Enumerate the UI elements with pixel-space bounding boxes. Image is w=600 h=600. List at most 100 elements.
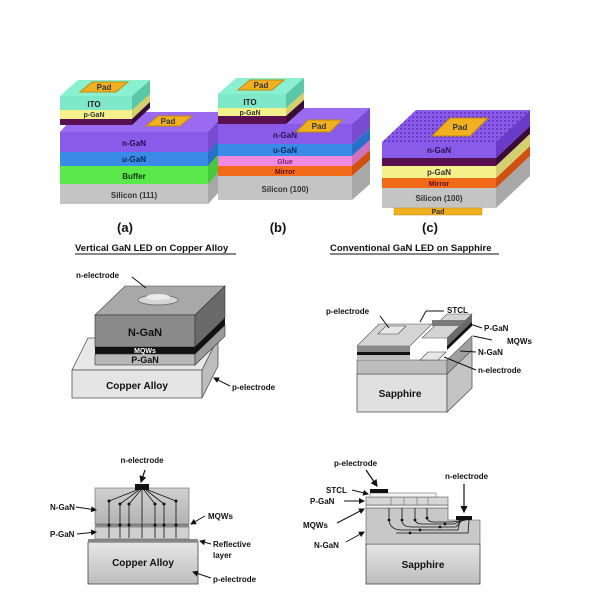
c3d-label-pgan: P-GaN <box>484 324 509 333</box>
b-layer-pgan <box>218 108 286 116</box>
c3d-label-p-electrode: p-electrode <box>326 307 370 316</box>
a-layer-silicon <box>60 184 208 204</box>
b-label-ito: ITO <box>243 98 256 107</box>
ccs-p-electrode <box>370 489 388 493</box>
b-lower-pad-label: Pad <box>312 122 327 131</box>
ccs-label-sapphire: Sapphire <box>402 560 445 571</box>
b-top-pad <box>236 79 286 91</box>
c3d-pgan <box>432 320 472 326</box>
c-bottom-pad <box>393 207 483 216</box>
v3d-label-pgan: P-GaN <box>131 355 159 365</box>
vcs-label-copper-alloy: Copper Alloy <box>112 558 174 569</box>
a-layer-ito <box>60 96 132 110</box>
a-top-pad <box>78 81 130 93</box>
v3d-mqws <box>95 347 195 354</box>
b-layer-mqw <box>218 116 286 124</box>
c-top-pad-label: Pad <box>453 123 468 132</box>
c-layer-pgan <box>382 166 496 178</box>
v3d-ngan <box>94 314 196 348</box>
v3d-label-copper-alloy: Copper Alloy <box>106 381 168 392</box>
vcs-arrow-heads <box>107 499 178 527</box>
vertical-cross-section: n-electrode N-GaN P-GaN MQWs Reflective … <box>50 456 257 585</box>
ccs-label-ngan: N-GaN <box>314 541 339 550</box>
c-layer-mqw <box>382 158 496 166</box>
ccs-label-p-electrode: p-electrode <box>334 459 378 468</box>
conventional-cross-section: p-electrode STCL P-GaN MQWs N-GaN n-elec… <box>303 459 489 585</box>
vcs-n-electrode <box>135 484 149 490</box>
b-label-ugan: u-GaN <box>273 146 297 155</box>
c3d-label-n-electrode: n-electrode <box>478 366 522 375</box>
b-caption: (b) <box>270 220 287 235</box>
v3d-label-p-electrode: p-electrode <box>232 383 276 392</box>
c3d-label-stcl: STCL <box>447 306 468 315</box>
b-lower-pad <box>294 119 344 133</box>
b-layer-ugan <box>218 144 352 156</box>
c-layer-silicon <box>382 188 496 208</box>
ccs-label-stcl: STCL <box>326 486 347 495</box>
b-layer-mirror <box>218 166 352 176</box>
c3d-label-mqws: MQWs <box>507 337 532 346</box>
c-top-pad <box>430 117 490 137</box>
ccs-label-mqws: MQWs <box>303 521 328 530</box>
b-label-silicon: Silicon (100) <box>261 185 308 194</box>
c3d-p-electrode <box>377 325 407 335</box>
c-layer-mirror <box>382 178 496 188</box>
ccs-label-pgan: P-GaN <box>310 497 335 506</box>
vcs-label-pgan: P-GaN <box>50 530 75 539</box>
ccs-ngan <box>365 507 481 545</box>
c-label-silicon: Silicon (100) <box>415 194 462 203</box>
a-label-pgan: p-GaN <box>84 112 105 119</box>
c-bottom-pad-label: Pad <box>432 209 445 216</box>
a-label-ugan: u-GaN <box>122 155 146 164</box>
ccs-stcl <box>369 492 437 498</box>
a-layer-ugan <box>60 152 208 166</box>
vcs-label-n-electrode: n-electrode <box>120 456 164 465</box>
c3d-ngan <box>356 359 448 375</box>
c-label-pgan: p-GaN <box>427 168 451 177</box>
ccs-arrow-heads <box>387 516 447 535</box>
a-caption: (a) <box>117 220 133 235</box>
v3d-label-n-electrode: n-electrode <box>76 271 120 280</box>
a-label-silicon: Silicon (111) <box>111 191 158 200</box>
b-layer-silicon <box>218 176 352 200</box>
c-layer-ngan <box>382 142 496 158</box>
diagram-b: Pad Pad ITO p-GaN n-GaN u-GaN Glue Mirro… <box>218 78 370 235</box>
vcs-copper-alloy <box>87 541 199 585</box>
diagram-a: Pad Pad ITO p-GaN n-GaN u-GaN Buffer Sil… <box>60 80 226 235</box>
b-label-ngan: n-GaN <box>273 131 297 140</box>
c3d-n-electrode <box>419 351 447 361</box>
ccs-n-electrode <box>456 516 472 520</box>
c3d-label-ngan: N-GaN <box>478 348 503 357</box>
b-layer-ito <box>218 94 286 108</box>
ccs-mqws <box>365 504 449 509</box>
diagram-c: Pad Pad n-GaN p-GaN Mirror Silicon (100)… <box>382 110 530 235</box>
v3d-copper-alloy <box>71 369 203 399</box>
conventional-3d-diagram: p-electrode STCL P-GaN MQWs N-GaN n-elec… <box>326 306 532 413</box>
vcs-label-mqws: MQWs <box>208 512 233 521</box>
v3d-label-mqws: MQWs <box>134 348 156 355</box>
a-label-ngan: n-GaN <box>122 139 146 148</box>
ccs-label-n-electrode: n-electrode <box>445 472 489 481</box>
vcs-label-ngan: N-GaN <box>50 503 75 512</box>
a-lower-pad-label: Pad <box>161 117 176 126</box>
a-label-ito: ITO <box>87 100 100 109</box>
a-top-pad-label: Pad <box>97 83 112 92</box>
b-label-mirror: Mirror <box>275 169 296 176</box>
b-label-glue: Glue <box>277 159 293 166</box>
vcs-reflective-layer <box>88 539 198 542</box>
section-title-conventional: Conventional GaN LED on Sapphire <box>330 243 492 254</box>
ccs-sapphire <box>365 543 481 585</box>
a-layer-buffer <box>60 166 208 184</box>
b-layer-glue <box>218 156 352 166</box>
a-lower-pad <box>144 115 194 127</box>
a-label-buffer: Buffer <box>122 172 146 181</box>
b-top-pad-label: Pad <box>254 81 269 90</box>
c3d-mqws <box>357 352 410 355</box>
c-caption: (c) <box>422 220 438 235</box>
vcs-label-reflective: Reflective <box>213 540 251 549</box>
a-layer-pgan <box>60 110 132 119</box>
vcs-label-p-electrode: p-electrode <box>213 575 257 584</box>
a-layer-ngan <box>60 132 208 152</box>
ccs-pgan <box>365 496 449 506</box>
